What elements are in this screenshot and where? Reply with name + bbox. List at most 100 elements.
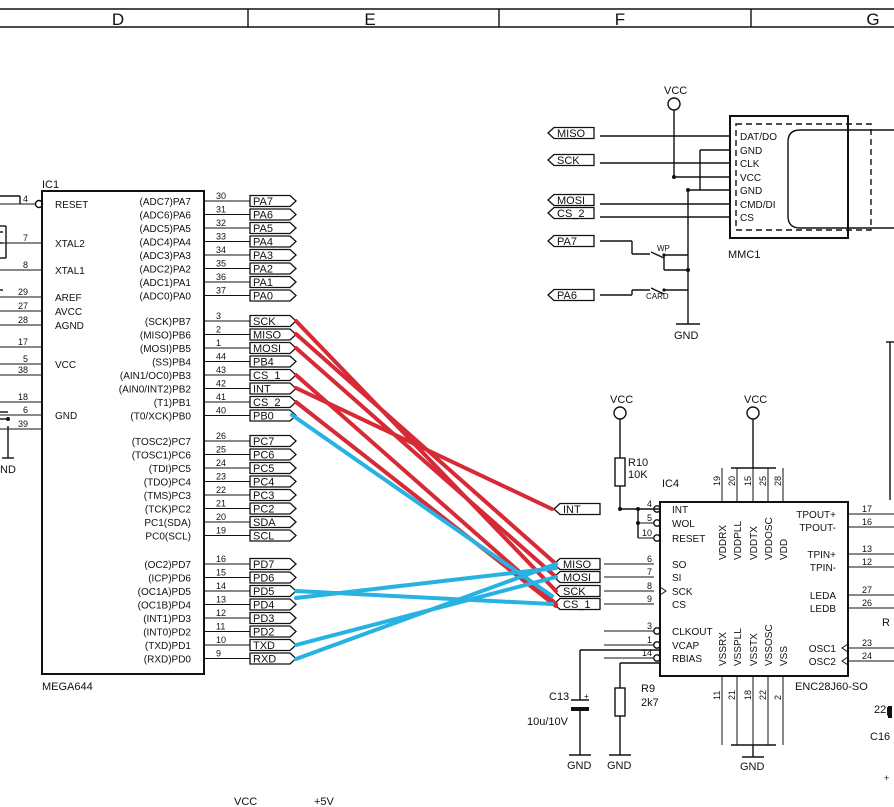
ic1-pin-name: (T1)PB1	[154, 398, 192, 409]
ic1-pin-name: (AIN1/OC0)PB3	[120, 371, 192, 382]
ic1-net-flag-label: PA5	[253, 223, 273, 235]
ic4-pin-number: 2	[773, 695, 783, 700]
ic1-net-flag-label: TXD	[253, 640, 275, 652]
ic1-net-flag-label: PD4	[253, 600, 274, 612]
ic4-pin-number: 23	[862, 638, 872, 648]
mmc1-net-flag: PA7	[547, 234, 595, 248]
mmc1-pin-name: CMD/DI	[740, 200, 776, 211]
ic1-net-flag: PC5	[249, 461, 297, 475]
ic4-net-flag: SCK	[553, 584, 601, 598]
ic1-pin-number: 16	[216, 554, 226, 564]
ic4-pin-number: 28	[773, 476, 783, 486]
ic4-net-flag-label: INT	[563, 504, 581, 516]
ic4-pin-name: TPOUT-	[799, 523, 836, 534]
ic1-pin-name: (TOSC2)PC7	[132, 437, 192, 448]
ic4-pin-name: TPIN-	[810, 563, 836, 574]
ic1-pin-number: 31	[216, 205, 226, 215]
ic1-net-flag: PA6	[249, 208, 297, 222]
wire-cs2	[294, 400, 558, 608]
ic1-net-flag-label: PD5	[253, 586, 274, 598]
ic1-pin-name: (TXD)PD1	[145, 641, 192, 652]
ic1-pin-name: (TMS)PC3	[144, 491, 192, 502]
ic1-part: MEGA644	[42, 681, 93, 693]
ic1-pin-name: (TOSC1)PC6	[132, 451, 192, 462]
ic4-pin-name: VDD	[779, 539, 790, 560]
ic4-pin-name: VSSRX	[718, 632, 729, 666]
ic1-pin-name: (SS)PB4	[152, 358, 191, 369]
ic4-enc28j60: IC4 ENC28J60-SO INT4WOL5RESET10SO6SI7SCK…	[527, 341, 894, 783]
frame-column-d: D	[112, 10, 124, 29]
ic4-pin-name: SI	[672, 573, 681, 584]
ic4-pin-number: 19	[712, 476, 722, 486]
ic1-pin-number: 25	[216, 445, 226, 455]
ic4-pin-number: 9	[647, 594, 652, 604]
ic4-pin-number: 24	[862, 651, 872, 661]
wire-pd5-b	[294, 566, 558, 600]
ic1-pin-name: (OC2)PD7	[144, 560, 191, 571]
ic4-pin-name: VCAP	[672, 641, 700, 652]
ic1-net-flag: PB4	[249, 355, 297, 369]
ic1-pin-number: 42	[216, 379, 226, 389]
ic4-pin-number: 8	[647, 581, 652, 591]
ic1-net-flag-label: PA6	[253, 210, 273, 222]
ic1-net-flag-label: PC4	[253, 477, 274, 489]
ic4-pin-number: 13	[862, 544, 872, 554]
ic1-net-flag-label: CS_2	[253, 397, 281, 409]
mmc1-pin-name: GND	[740, 146, 762, 157]
ic1-pin-number: 26	[216, 431, 226, 441]
ic4-net-flag: MOSI	[553, 570, 601, 584]
ic1-net-flag-label: PC7	[253, 436, 274, 448]
ic4-pin-number: 5	[647, 513, 652, 523]
ic4-pin-number: 1	[647, 635, 652, 645]
ic1-net-flag-label: PC3	[253, 490, 274, 502]
ic4-vcc-label: VCC	[744, 394, 767, 406]
ic1-net-flag-label: PB4	[253, 357, 274, 369]
mmc1-net-flag-label: MISO	[557, 128, 586, 140]
bottom-vcc-label: VCC	[234, 796, 257, 807]
ic1-net-flag: SDA	[249, 515, 297, 529]
ic4-pin-number: 21	[727, 690, 737, 700]
ic1-pin-name: (MISO)PB6	[140, 331, 192, 342]
ic1-net-flag: PD4	[249, 598, 297, 612]
mmc1-pin-name: GND	[740, 186, 762, 197]
ic1-pin-number: 39	[18, 419, 28, 429]
ic1-net-flag: PD7	[249, 557, 297, 571]
ic1-pin-name: (TDO)PC4	[144, 478, 192, 489]
ic1-net-flag-label: PD2	[253, 627, 274, 639]
ic1-pin-number: 37	[216, 286, 226, 296]
ic1-pin-number: 38	[18, 365, 28, 375]
ic1-pin-number: 22	[216, 485, 226, 495]
mmc1-vcc-label: VCC	[664, 85, 687, 97]
ic4-pin-name: OSC2	[809, 657, 837, 668]
ic1-net-flag: INT	[249, 382, 297, 396]
ic1-pin-name: (TDI)PC5	[149, 464, 192, 475]
ic1-net-flag-label: PA4	[253, 237, 273, 249]
ic1-net-flag: PD2	[249, 625, 297, 639]
ic4-pin-name: VSSOSC	[764, 624, 775, 666]
ic1-net-flag-label: PA2	[253, 264, 273, 276]
ic1-pin-name: XTAL2	[55, 239, 85, 250]
ic4-pin-name: LEDB	[810, 604, 836, 615]
ic1-net-flag: MOSI	[249, 341, 297, 355]
ic1-pin-name: GND	[55, 411, 77, 422]
mmc1-net-flag-label: MOSI	[557, 195, 585, 207]
ic1-pin-name: RESET	[55, 200, 88, 211]
ic1-pin-name: (MOSI)PB5	[140, 344, 192, 355]
mmc1-net-flag-label: CS_2	[557, 208, 585, 220]
ic4-pin-number: 20	[727, 476, 737, 486]
ic1-net-flag: MISO	[249, 328, 297, 342]
ic1-pin-name: (ADC4)PA4	[140, 238, 192, 249]
ic4-net-flag-label: MOSI	[563, 572, 591, 584]
ic1-pin-name: XTAL1	[55, 266, 85, 277]
ic1-net-flag-label: INT	[253, 384, 271, 396]
ic1-pin-name: (ADC0)PA0	[140, 292, 192, 303]
ic1-pin-name: (OC1B)PD4	[138, 601, 192, 612]
ic1-net-flag: PD3	[249, 611, 297, 625]
ic1-net-flag: PC2	[249, 502, 297, 516]
ic4-pin-number: 15	[743, 476, 753, 486]
ic1-pin-number: 40	[216, 406, 226, 416]
ic4-pin-name: CLKOUT	[672, 627, 713, 638]
